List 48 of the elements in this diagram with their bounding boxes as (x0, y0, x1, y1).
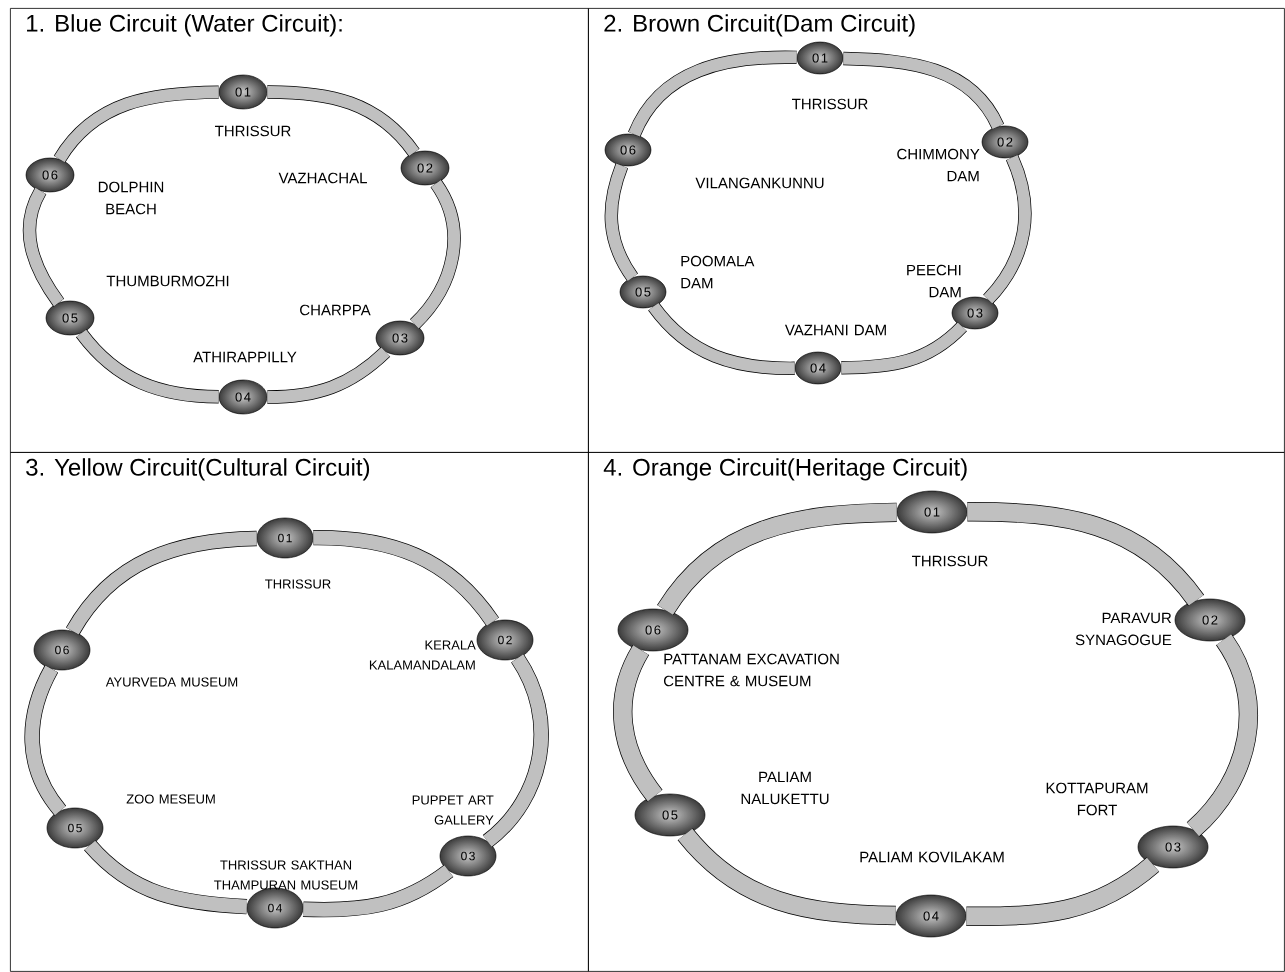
ring-segment (409, 179, 461, 329)
place-name: THRISSUR (215, 125, 291, 137)
place-name: PUPPET ART GALLERY (412, 795, 494, 825)
ring-segment (66, 530, 258, 636)
ring-segment (967, 502, 1204, 607)
ring-segment (303, 864, 454, 918)
ring-segment (648, 302, 795, 375)
ring-segment (843, 51, 1004, 130)
ring-segment (84, 840, 248, 915)
place-name: PARAVUR SYNAGOGUE (1075, 612, 1172, 646)
ring-segment (24, 665, 67, 816)
ring-segment (966, 856, 1159, 926)
place-name: PEECHI DAM (907, 264, 961, 298)
ring-segment (267, 346, 391, 404)
place-name: CHIMMONY DAM (897, 148, 980, 182)
ring-segment (76, 329, 219, 404)
place-name: VILANGANKUNNU (695, 177, 824, 189)
place-name: PALIAM NALUKETTU (741, 771, 829, 805)
place-name: PATTANAM EXCAVATION CENTRE & MUSEUM (664, 653, 839, 687)
place-name: VAZHACHAL (278, 172, 367, 184)
ring-segment (841, 321, 967, 375)
place-name: POOMALA DAM (681, 255, 755, 289)
ring-segment (53, 85, 219, 163)
place-name: PALIAM KOVILAKAM (860, 851, 1004, 863)
ring-segment (677, 827, 896, 926)
ring-segment (982, 155, 1032, 304)
ring-segment (1186, 634, 1258, 837)
place-name: AYURVEDA MUSEUM (105, 677, 238, 687)
ring-segment (482, 654, 549, 848)
place-name: CHARPPA (300, 304, 371, 316)
ring-segment (657, 502, 897, 616)
place-name: THRISSUR (912, 555, 988, 567)
place-name: THRISSUR (792, 98, 868, 110)
place-name: THRISSUR SAKTHAN THAMPURAN MUSEUM (214, 860, 358, 890)
place-name: THUMBURMOZHI (106, 275, 229, 287)
ring-segment (22, 187, 65, 307)
ring-segment (613, 645, 663, 802)
ring-segment (267, 85, 420, 157)
ring-segment (313, 529, 499, 627)
place-name: KERALA KALAMANDALAM (369, 640, 476, 670)
place-name: DOLPHIN BEACH (98, 181, 164, 215)
place-name: VAZHANI DAM (784, 324, 886, 336)
place-name: ATHIRAPPILLY (193, 351, 297, 363)
place-name: KOTTAPURAM FORT (1046, 782, 1148, 816)
place-name: THRISSUR (265, 579, 331, 589)
ring-segment (628, 50, 797, 138)
place-name: ZOO MESEUM (126, 794, 215, 804)
ring-segment (604, 163, 639, 282)
